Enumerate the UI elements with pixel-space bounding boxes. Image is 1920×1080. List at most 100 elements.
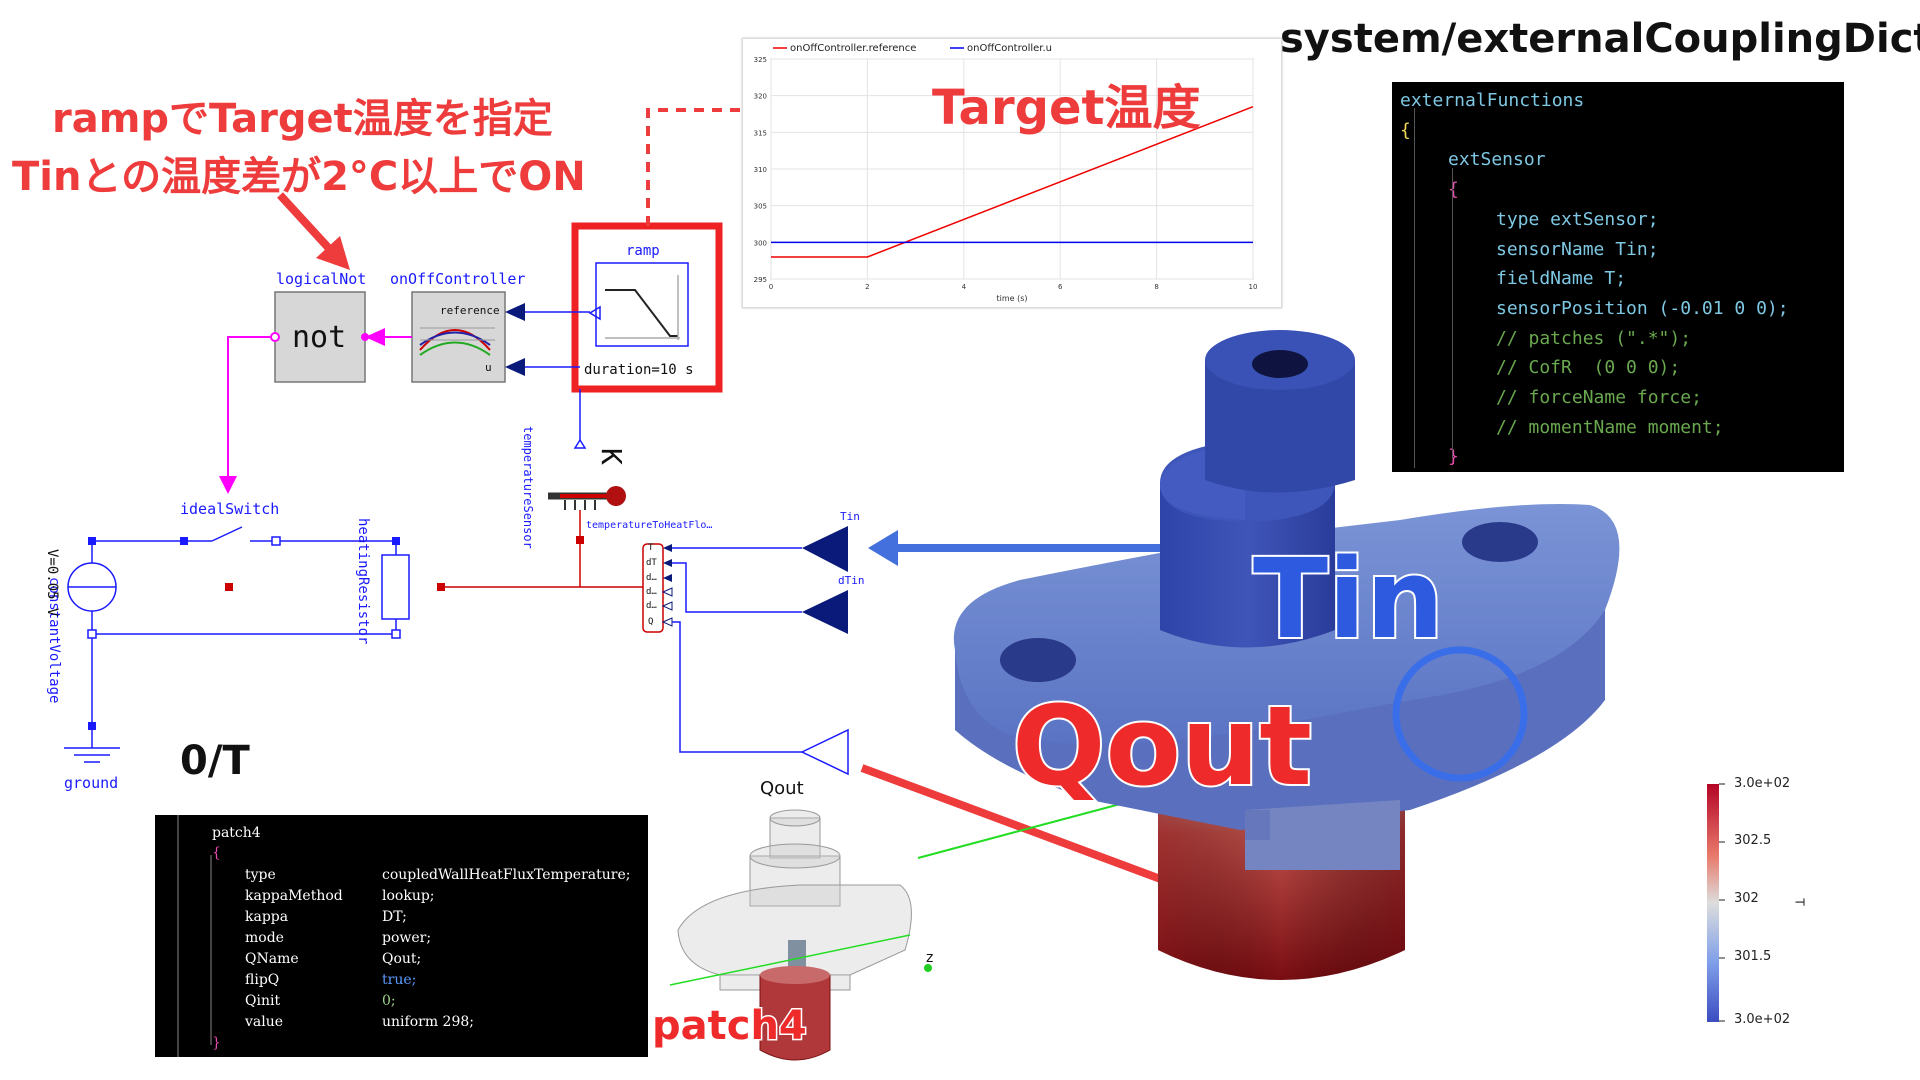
zero-t-value: true;: [382, 972, 417, 988]
logical-not-input-port: [270, 332, 280, 342]
chart-x-tick-5: 10: [1249, 283, 1258, 291]
zero-t-value: 0;: [382, 993, 396, 1009]
switch-blade[interactable]: [211, 526, 243, 542]
top-tube-hole: [1252, 350, 1308, 378]
chart-y-tick-3: 310: [754, 166, 767, 174]
chart-x-axis-label: time (s): [996, 294, 1027, 303]
coupling-indent-guide: [1414, 108, 1415, 468]
dtin-port-label: dTin: [838, 574, 865, 587]
zero-t-key: flipQ: [245, 972, 280, 988]
onoff-hysteresis-curve-3: [419, 341, 491, 356]
coupling-code-line: }: [1448, 446, 1459, 468]
coupling-indent-guide: [1452, 168, 1453, 458]
top-tube: [1205, 360, 1355, 493]
coupling-code-line: sensorName Tin;: [1496, 238, 1659, 260]
zero-t-key: QName: [245, 951, 299, 967]
qout-model-title: Qout: [760, 778, 804, 799]
patch4-red-cylinder: [759, 974, 831, 1061]
coupling-code-line: extSensor: [1448, 149, 1546, 171]
chart-x-tick-1: 2: [865, 283, 869, 291]
switch-pin-left: [180, 537, 188, 545]
flange-notch-step: [1245, 810, 1270, 840]
zero-t-key: kappaMethod: [245, 888, 343, 904]
port-d2-label: d…: [646, 587, 657, 597]
onoff-reference-label: reference: [440, 304, 500, 317]
target-temp-label: Target温度: [932, 80, 1201, 136]
port-dT-arrow: [663, 559, 672, 567]
zero-t-open-brace: {: [212, 845, 221, 861]
transparent-flange: [677, 884, 912, 976]
dtin-connector[interactable]: [802, 590, 848, 634]
ramp-annotation-line1: rampでTarget温度を指定: [52, 96, 553, 142]
ramp-icon-curve: [605, 289, 678, 337]
flange-hole-right: [1462, 522, 1538, 562]
chart-y-tick-5: 320: [754, 93, 767, 101]
chart-y-tick-4: 315: [754, 129, 767, 137]
tin-port-label: Tin: [840, 510, 860, 523]
transparent-top-rim: [769, 809, 821, 827]
port-d3-arrow: [661, 601, 673, 611]
zero-t-key: mode: [245, 930, 284, 946]
coupling-code-line: externalFunctions: [1400, 90, 1585, 111]
zero-t-value: DT;: [382, 909, 407, 925]
flange-hole-left: [1000, 638, 1076, 682]
thermometer-bulb: [606, 486, 626, 506]
onoff-hysteresis-curve: [419, 329, 491, 351]
qout-wire: [672, 621, 802, 753]
not-to-switch-wire: [227, 336, 270, 476]
transparent-sensor-line: [669, 934, 911, 986]
colorbar: [1707, 784, 1719, 1022]
port-d1-label: d…: [646, 573, 657, 583]
chart-x-tick-2: 4: [962, 283, 967, 291]
zero-t-value: power;: [382, 930, 432, 946]
resistor-top-port: [392, 537, 400, 545]
transparent-mid-rim: [749, 843, 841, 869]
ground-label: ground: [64, 774, 119, 792]
ramp-label: ramp: [626, 243, 660, 259]
chart-x-tick-4: 8: [1154, 283, 1158, 291]
zero-t-value: uniform 298;: [382, 1014, 474, 1030]
port-d1-arrow: [663, 574, 672, 582]
port-dT-label: dT: [646, 558, 657, 568]
logical-not-label: logicalNot: [276, 270, 367, 288]
onoff-to-not-arrow: [365, 328, 385, 346]
u-input-arrow: [505, 358, 525, 376]
transparent-top-tube: [769, 817, 821, 859]
coupling-code-line: sensorPosition (-0.01 0 0);: [1496, 297, 1789, 319]
temp-to-heatflow-block[interactable]: [642, 543, 664, 633]
colorbar-tick-2: 302: [1734, 891, 1759, 906]
chart-series-line-0: [771, 105, 1254, 258]
coupling-dict-title: system/externalCouplingDict: [1280, 16, 1920, 62]
coupling-code-line: {: [1448, 179, 1459, 201]
tin-connector[interactable]: [802, 526, 848, 572]
ramp-block[interactable]: [595, 262, 689, 347]
zero-t-close-brace: }: [212, 1035, 221, 1051]
ideal-switch-label: idealSwitch: [180, 500, 280, 518]
coupling-code-line: // CofR (0 0 0);: [1496, 357, 1681, 379]
dtin-wire: [672, 562, 802, 613]
coupling-code-line: // patches (".*");: [1496, 327, 1692, 349]
chart-x-tick-0: 0: [769, 283, 773, 291]
ramp-annotation-line2: Tinとの温度差が2°C以上でON: [12, 154, 586, 200]
zero-t-key: value: [245, 1014, 284, 1030]
zero-t-value: lookup;: [382, 888, 435, 904]
chart-y-tick-0: 295: [754, 276, 767, 284]
not-to-switch-arrow: [219, 476, 237, 494]
qout-big-label: Qout: [1010, 680, 1314, 812]
coupling-dict-code: externalFunctions{extSensor{type extSens…: [1392, 82, 1844, 472]
reference-input-arrow: [505, 303, 525, 321]
colorbar-tick-1: 302.5: [1734, 833, 1772, 848]
coupling-code-line: {: [1400, 119, 1411, 141]
chart-y-tick-1: 300: [754, 239, 767, 247]
zero-t-title: 0/T: [180, 738, 250, 784]
zero-t-value: Qout;: [382, 951, 422, 967]
onoff-u-label: u: [485, 361, 492, 374]
onoff-controller-label: onOffController: [390, 270, 526, 288]
zero-t-key: type: [245, 867, 276, 883]
zero-t-key: Qinit: [245, 993, 281, 1009]
qout-connector[interactable]: [800, 728, 849, 776]
